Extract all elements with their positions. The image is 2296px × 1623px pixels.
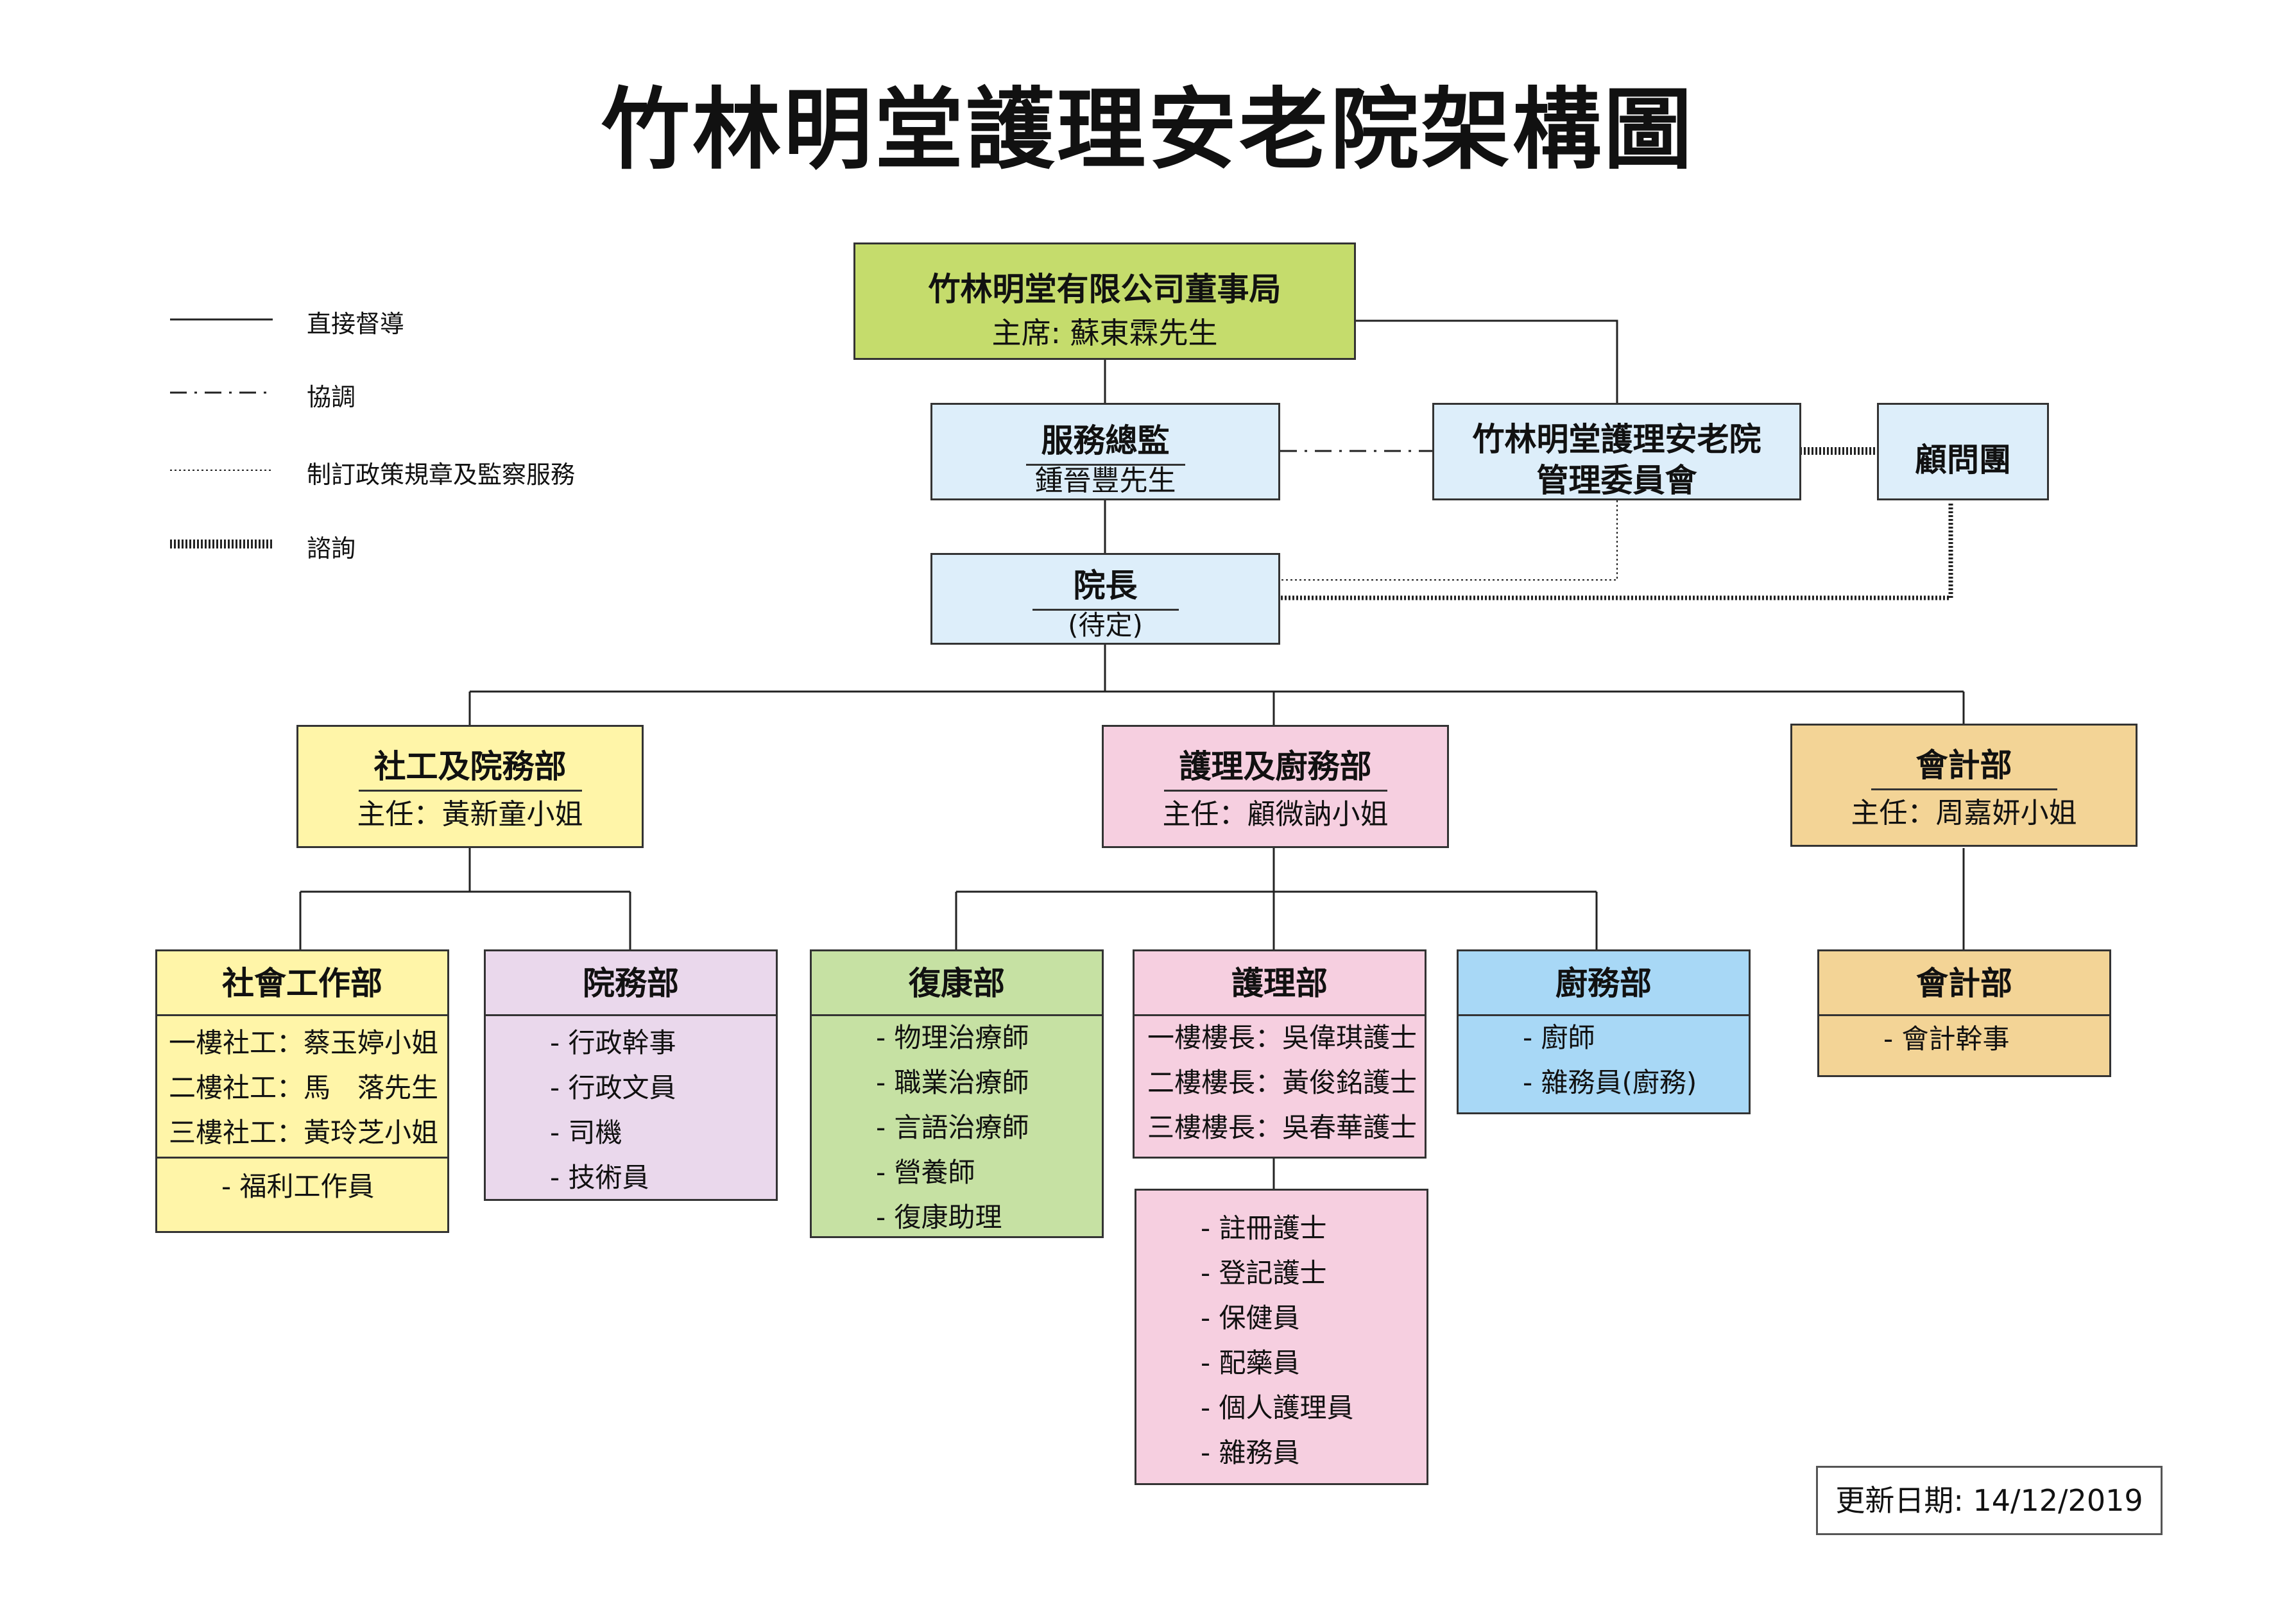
list-item: 三樓樓長：吳春華護士 [1147,1112,1418,1143]
dept-social-box: 社工及院務部 主任：黃新童小姐 [296,725,644,848]
list-item: - 技術員 [550,1162,649,1193]
list-item: 一樓樓長：吳偉琪護士 [1147,1022,1418,1053]
line-board-committee [1355,319,1618,403]
dept-nursing-head: 主任：顧微訥小姐 [1162,798,1389,831]
unit-accounts-name: 會計部 [1819,959,2109,1016]
list-item: - 福利工作員 [221,1171,375,1202]
unit-admin-box: 院務部 - 行政幹事 - 行政文員 - 司機 - 技術員 [484,949,778,1201]
dept-social-head: 主任：黃新童小姐 [357,798,583,831]
board-name: 竹林明堂有限公司董事局 [928,271,1281,308]
list-item: 二樓樓長：黃俊銘護士 [1147,1067,1418,1098]
unit-social-work-name: 社會工作部 [157,959,447,1016]
legend-label: 直接督導 [307,310,405,338]
list-item: - 廚師 [1523,1022,1595,1053]
unit-accounts-box: 會計部 - 會計幹事 [1817,949,2111,1077]
list-item: - 司機 [550,1117,622,1148]
unit-nursing-staff-box: - 註冊護士 - 登記護士 - 保健員 - 配藥員 - 個人護理員 - 雜務員 [1135,1189,1428,1485]
board-box: 竹林明堂有限公司董事局 主席: 蘇東霖先生 [853,242,1356,360]
list-item: - 物理治療師 [876,1022,1029,1053]
dept-nursing-name: 護理及廚務部 [1163,741,1387,792]
list-item: - 保健員 [1201,1302,1300,1334]
list-item: - 登記護士 [1201,1257,1327,1289]
list-item: - 職業治療師 [876,1067,1029,1098]
list-item: 一樓社工：蔡玉婷小姐 [169,1027,439,1058]
list-item: - 雜務員 [1201,1437,1300,1468]
dept-social-name: 社工及院務部 [358,741,582,792]
line-advisors-super [1280,504,1953,600]
advisors-box: 顧問團 [1877,403,2049,500]
list-item: - 雜務員(廚務) [1523,1067,1697,1098]
superintendent-title: 院長 [1032,560,1179,611]
unit-nursing-name: 護理部 [1135,959,1425,1016]
update-date: 更新日期: 14/12/2019 [1816,1466,2163,1535]
superintendent-box: 院長 (待定) [930,553,1280,645]
director-box: 服務總監 鍾晉豐先生 [930,403,1280,500]
unit-kitchen-name: 廚務部 [1459,959,1749,1016]
director-person: 鍾晉豐先生 [1034,464,1176,497]
dept-accounting-head: 主任：周嘉妍小姐 [1851,797,2077,829]
list-item: 二樓社工：馬 落先生 [169,1072,439,1103]
list-item: - 配藥員 [1201,1347,1300,1379]
line-committee-super [1280,500,1618,581]
unit-admin-name: 院務部 [486,959,776,1016]
dept-accounting-box: 會計部 主任：周嘉妍小姐 [1790,724,2138,847]
committee-line1: 竹林明堂護理安老院 [1472,421,1761,458]
list-item: 三樓社工：黃玲芝小姐 [169,1117,439,1148]
list-item: - 營養師 [876,1157,975,1188]
board-chair: 主席: 蘇東霖先生 [991,316,1218,350]
legend-label: 協調 [307,383,356,411]
list-item: - 復康助理 [876,1202,1002,1233]
list-item: - 個人護理員 [1201,1392,1354,1423]
unit-rehab-box: 復康部 - 物理治療師 - 職業治療師 - 言語治療師 - 營養師 - 復康助理 [810,949,1104,1238]
advisors-name: 顧問團 [1915,441,2011,479]
committee-line2: 管理委員會 [1536,462,1697,499]
dept-nursing-box: 護理及廚務部 主任：顧微訥小姐 [1102,725,1449,848]
dept-accounting-name: 會計部 [1871,740,2057,790]
page-title: 竹林明堂護理安老院架構圖 [601,78,1695,182]
unit-rehab-name: 復康部 [812,959,1102,1016]
unit-social-work-box: 社會工作部 一樓社工：蔡玉婷小姐 二樓社工：馬 落先生 三樓社工：黃玲芝小姐 -… [155,949,449,1233]
superintendent-person: (待定) [1068,609,1143,641]
committee-box: 竹林明堂護理安老院 管理委員會 [1432,403,1801,500]
list-item: - 行政幹事 [550,1027,676,1058]
unit-nursing-box: 護理部 一樓樓長：吳偉琪護士 二樓樓長：黃俊銘護士 三樓樓長：吳春華護士 [1133,949,1426,1159]
legend-label: 制訂政策規章及監察服務 [307,461,576,489]
list-item: - 註冊護士 [1201,1212,1327,1244]
list-item: - 言語治療師 [876,1112,1029,1143]
unit-kitchen-box: 廚務部 - 廚師 - 雜務員(廚務) [1457,949,1751,1114]
legend-label: 諮詢 [307,534,356,563]
list-item: - 會計幹事 [1883,1023,2010,1055]
director-title: 服務總監 [1025,415,1185,466]
list-item: - 行政文員 [550,1072,676,1103]
